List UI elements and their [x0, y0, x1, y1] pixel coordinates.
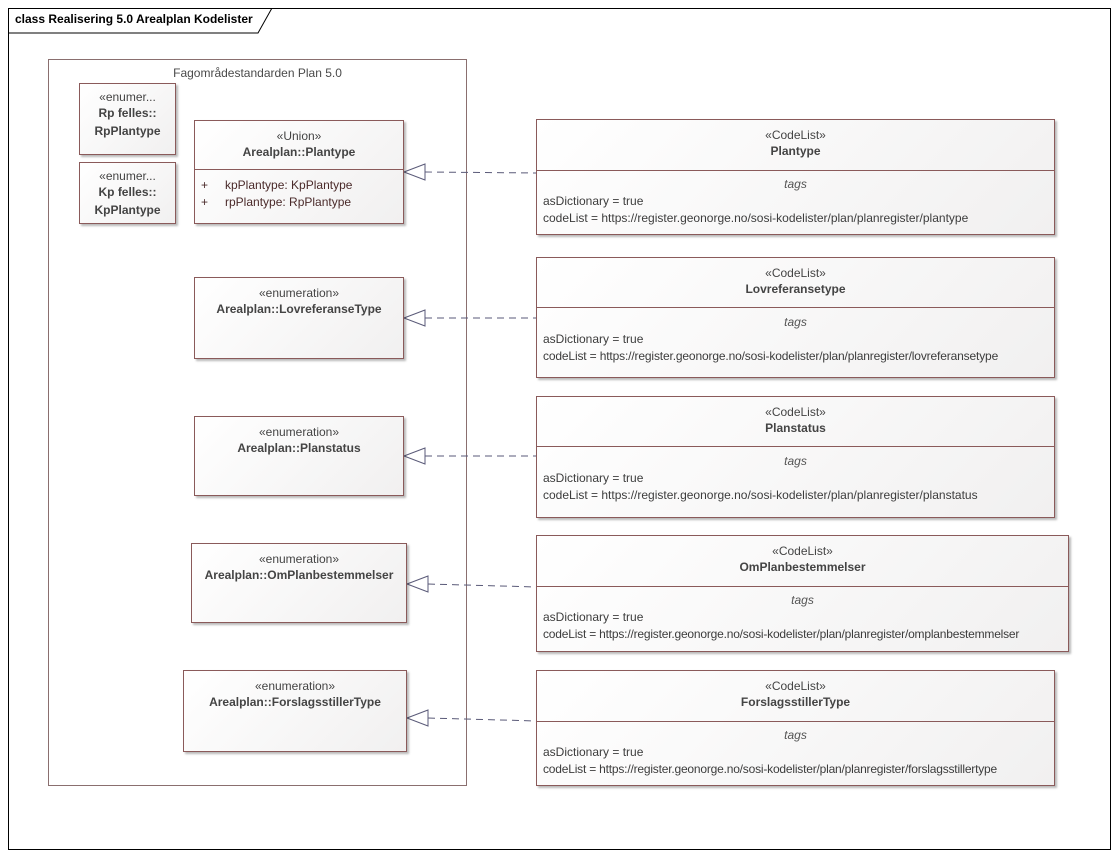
tag-codelist: codeList = https://register.geonorge.no/… — [543, 762, 997, 776]
tag-codelist: codeList = https://register.geonorge.no/… — [543, 349, 999, 363]
codelist-omplanbestemmelser[interactable]: «CodeList» OmPlanbestemmelser tags asDic… — [536, 535, 1069, 652]
enum-omplanbestemmelser[interactable]: «enumeration» Arealplan::OmPlanbestemmel… — [191, 543, 407, 623]
attribute-text: rpPlantype: RpPlantype — [225, 195, 352, 209]
stereotype-label: «enumeration» — [258, 552, 340, 566]
class-name: ForslagsstillerType — [740, 695, 851, 709]
realization-line-forslagsstillertype — [427, 717, 538, 722]
union-arealplan-plantype[interactable]: «Union» Arealplan::Plantype + kpPlantype:… — [194, 120, 404, 224]
enum-lovreferansetype[interactable]: «enumeration» Arealplan::LovreferanseTyp… — [194, 277, 404, 359]
tag-asdictionary: asDictionary = true — [543, 194, 644, 208]
attribute-text: kpPlantype: KpPlantype — [225, 178, 353, 192]
tags-header: tags — [784, 315, 807, 329]
class-name: Arealplan::Plantype — [242, 145, 356, 159]
class-name: Planstatus — [765, 421, 826, 435]
realization-line-plantype — [424, 171, 538, 174]
compartment-divider — [537, 721, 1054, 722]
class-name: Arealplan::ForslagsstillerType — [209, 695, 381, 709]
codelist-plantype[interactable]: «CodeList» Plantype tags asDictionary = … — [536, 119, 1055, 235]
tag-asdictionary: asDictionary = true — [543, 471, 644, 485]
enum-forslagsstillertype[interactable]: «enumeration» Arealplan::Forslagsstiller… — [183, 670, 407, 752]
class-name-line1: Kp felles:: — [98, 185, 157, 199]
realization-arrowhead — [405, 709, 429, 727]
compartment-divider — [195, 169, 403, 170]
stereotype-label: «CodeList» — [765, 128, 826, 142]
realization-arrowhead — [405, 575, 429, 593]
diagram-title: class Realisering 5.0 Arealplan Kodelist… — [15, 12, 253, 26]
package-plan-5-0[interactable] — [48, 59, 467, 786]
realization-arrowhead — [402, 447, 426, 465]
tag-asdictionary: asDictionary = true — [543, 610, 644, 624]
tags-header: tags — [784, 454, 807, 468]
class-name-line2: RpPlantype — [94, 124, 161, 138]
class-name-line1: Rp felles:: — [98, 106, 157, 120]
attribute-rpplantype[interactable]: + rpPlantype: RpPlantype — [201, 195, 351, 209]
stereotype-label: «Union» — [276, 129, 322, 143]
package-title: Fagområdestandarden Plan 5.0 — [173, 66, 342, 80]
compartment-divider — [537, 170, 1054, 171]
visibility-marker: + — [201, 178, 209, 192]
tags-header: tags — [784, 177, 807, 191]
stereotype-label: «CodeList» — [765, 405, 826, 419]
realization-arrowhead — [402, 163, 426, 181]
compartment-divider — [537, 307, 1054, 308]
class-name: Plantype — [770, 144, 821, 158]
tags-header: tags — [784, 728, 807, 742]
compartment-divider — [537, 446, 1054, 447]
stereotype-label: «enumeration» — [258, 425, 340, 439]
codelist-forslagsstillertype[interactable]: «CodeList» ForslagsstillerType tags asDi… — [536, 670, 1055, 786]
tag-codelist: codeList = https://register.geonorge.no/… — [543, 211, 969, 225]
realization-line-omplanbestemmelser — [427, 583, 538, 588]
tag-codelist: codeList = https://register.geonorge.no/… — [543, 627, 1020, 641]
codelist-lovreferansetype[interactable]: «CodeList» Lovreferansetype tags asDicti… — [536, 257, 1055, 378]
attribute-kpplantype[interactable]: + kpPlantype: KpPlantype — [201, 178, 352, 192]
visibility-marker: + — [201, 195, 209, 209]
enum-kp-plantype[interactable]: «enumer... Kp felles:: KpPlantype — [79, 162, 176, 224]
realization-arrowhead — [402, 309, 426, 327]
class-name: Arealplan::LovreferanseType — [216, 302, 382, 316]
enum-rp-plantype[interactable]: «enumer... Rp felles:: RpPlantype — [79, 83, 176, 155]
class-name: Lovreferansetype — [745, 282, 846, 296]
class-name-line2: KpPlantype — [94, 203, 161, 217]
stereotype-label: «CodeList» — [765, 679, 826, 693]
class-name: Arealplan::Planstatus — [237, 441, 361, 455]
tags-header: tags — [791, 593, 814, 607]
stereotype-label: «enumeration» — [254, 679, 336, 693]
stereotype-label: «enumer... — [99, 169, 156, 183]
tag-asdictionary: asDictionary = true — [543, 332, 644, 346]
enum-planstatus[interactable]: «enumeration» Arealplan::Planstatus — [194, 416, 404, 496]
stereotype-label: «enumer... — [99, 90, 156, 104]
tag-codelist: codeList = https://register.geonorge.no/… — [543, 488, 978, 502]
tag-asdictionary: asDictionary = true — [543, 745, 644, 759]
stereotype-label: «enumeration» — [258, 286, 340, 300]
frame-title-tab — [8, 8, 273, 34]
compartment-divider — [537, 586, 1068, 587]
stereotype-label: «CodeList» — [765, 266, 826, 280]
codelist-planstatus[interactable]: «CodeList» Planstatus tags asDictionary … — [536, 396, 1055, 518]
stereotype-label: «CodeList» — [772, 544, 833, 558]
diagram-frame — [8, 8, 1111, 850]
class-name: OmPlanbestemmelser — [739, 560, 866, 574]
class-name: Arealplan::OmPlanbestemmelser — [204, 568, 394, 582]
